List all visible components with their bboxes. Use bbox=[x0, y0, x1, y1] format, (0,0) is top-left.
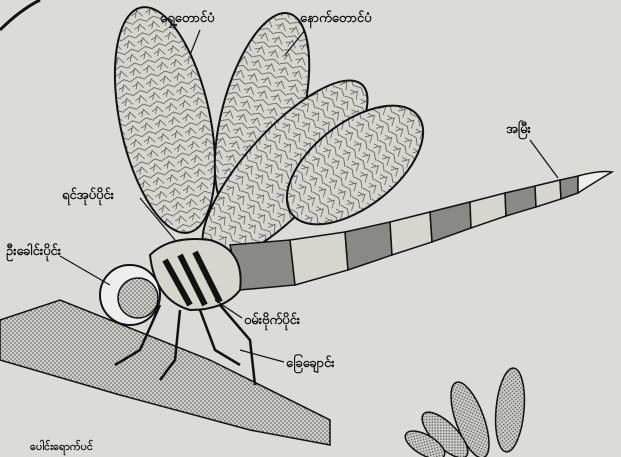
corner-mark bbox=[0, 0, 40, 30]
thorax bbox=[150, 239, 241, 310]
label-hind-wing: နောက်တောင်ပံ bbox=[300, 10, 372, 29]
label-front-wing: ရှေ့တောင်ပံ bbox=[160, 10, 214, 29]
tail-appendage bbox=[578, 172, 612, 194]
label-abdomen: ဝမ်းဗိုက်ပိုင်း bbox=[244, 312, 300, 331]
label-thorax: ရင်အုပ်ပိုင်း bbox=[62, 187, 114, 206]
compound-eye bbox=[118, 278, 158, 318]
label-head: ဦးခေါင်းပိုင်း bbox=[6, 243, 61, 262]
label-legs: ခြေချောင်း bbox=[286, 355, 335, 374]
plant bbox=[401, 367, 528, 457]
label-bottom-partial: ပေါင်းရောက်ပင် bbox=[30, 440, 93, 456]
label-tail: အမြီး bbox=[506, 121, 531, 140]
